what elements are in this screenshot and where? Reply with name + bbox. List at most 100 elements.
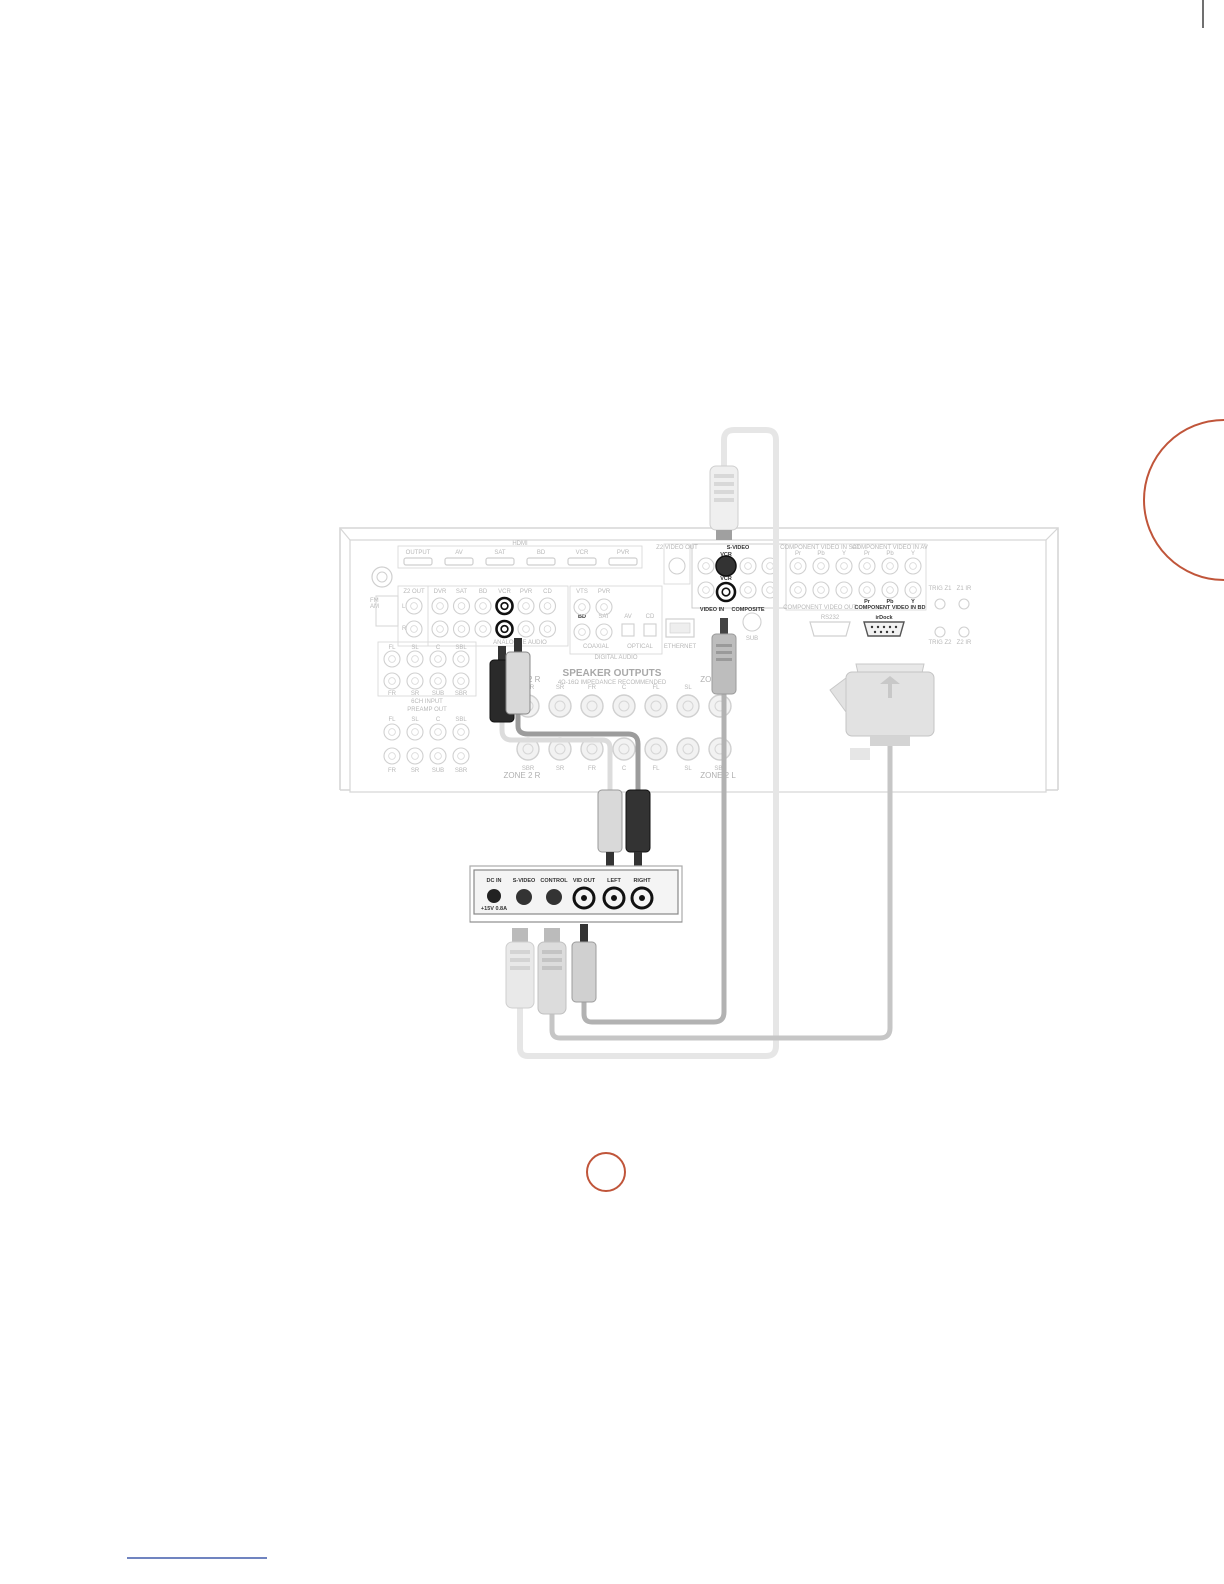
video-in-jack-4-center (744, 586, 752, 594)
preout-top-jack-0-center (388, 728, 396, 736)
video-in-jack-3 (697, 581, 715, 599)
analog-jack-r-5 (517, 620, 535, 638)
optical-label: OPTICAL (627, 644, 653, 650)
sixch-top-jack-1-center (411, 655, 419, 663)
comp-bottom-jack-5 (904, 581, 922, 599)
digital-label-4: AV (624, 614, 632, 620)
rs232-port (809, 621, 851, 637)
speaker-bottom-terminal-4 (644, 737, 668, 761)
comp-bottom-jack-3-center (863, 586, 871, 594)
ir-dock-unit: DC IN +15V 0.8A S-VIDEO CONTROL VID OUT … (469, 865, 683, 923)
analog-jack-r-2-center (457, 625, 466, 633)
hdmi-port-1 (444, 557, 474, 566)
speaker-bottom-label-0: SBR (522, 766, 535, 772)
speaker-top-terminal-3 (612, 694, 636, 718)
sub-label: SUB (746, 636, 758, 642)
sixch-top-label-0: FL (388, 645, 396, 651)
dock-svideo-label: S-VIDEO (513, 878, 536, 884)
hdmi-label-5: PVR (617, 550, 630, 556)
hdmi-label-4: VCR (576, 550, 589, 556)
sixch-top-jack-0-center (388, 655, 396, 663)
trig-label-2: TRIG Z2 (928, 640, 952, 646)
analog-jack-l-3 (474, 597, 492, 615)
z2-video-out-label: Z2 VIDEO OUT (656, 545, 698, 551)
analog-jack-r-6 (538, 620, 557, 638)
digital-jack-3 (595, 623, 613, 641)
speaker-sub: 4Ω-16Ω IMPEDANCE RECOMMENDED (558, 680, 667, 686)
sixch-top-jack-1 (406, 650, 424, 668)
comp-av-letter-0: Pr (864, 551, 870, 557)
irdock-pin (873, 630, 877, 634)
comp-bottom-jack-2-center (840, 586, 848, 594)
analog-jack-l-1-center (436, 602, 444, 610)
comp-bd-letter-0: Pr (864, 599, 871, 605)
speaker-bottom-terminal-3 (612, 737, 636, 761)
audio-cable-left (499, 719, 613, 795)
dock-vid-out-jack (572, 886, 596, 910)
speaker-bottom-terminal-5 (676, 737, 700, 761)
svideo-plug-top (709, 465, 739, 540)
video-in-jack-0 (697, 557, 715, 575)
sixch-bottom-jack-0-center (388, 677, 396, 685)
hdmi-label-1: AV (455, 550, 463, 556)
speaker-bottom-label-1: SR (556, 766, 565, 772)
hdmi-port-5 (608, 557, 638, 566)
analog-jack-l-0 (405, 597, 423, 615)
comp-sat-letter-0: Pr (795, 551, 801, 557)
sixch-top-jack-2 (429, 650, 447, 668)
video-in-jack-4 (739, 581, 757, 599)
irdock-pin (885, 630, 889, 634)
comp-bottom-jack-5-center (909, 586, 917, 594)
l-label: L (402, 604, 406, 610)
sixch-bottom-label-3: SBR (455, 691, 468, 697)
preout-bottom-jack-2 (429, 747, 447, 765)
preout-caption: PREAMP OUT (407, 707, 447, 713)
comp-sat-letter-1: Pb (817, 551, 825, 557)
dock-plugs-bottom (505, 924, 597, 1015)
speaker-top-terminal-5-core (682, 700, 694, 712)
digital-jack-2 (573, 623, 591, 641)
sixch-top-jack-3-center (457, 655, 465, 663)
analog-label-5: PVR (520, 589, 533, 595)
hdmi-port-4 (567, 557, 597, 566)
dock-voltage-label: +15V 0.8A (481, 906, 507, 912)
video-in-label: VIDEO IN (700, 607, 724, 613)
trig-jack-0 (934, 598, 946, 610)
sixch-bottom-label-2: SUB (432, 691, 444, 697)
speaker-top-terminal-4 (644, 694, 668, 718)
speaker-bottom-label-6: SBL (714, 766, 726, 772)
coaxial-label: COAXIAL (583, 644, 610, 650)
preout-bottom-label-3: SBR (455, 768, 468, 774)
preout-top-label-1: SL (411, 717, 419, 723)
comp-sat-label: COMPONENT VIDEO IN SAT (780, 545, 860, 551)
digital-jack-3-center (600, 628, 608, 636)
composite-label: COMPOSITE (731, 607, 764, 613)
comp-bottom-jack-3 (858, 581, 876, 599)
comp-top-jack-3 (858, 557, 876, 575)
dock-left-label: LEFT (607, 878, 621, 884)
analog-jack-r-3-center (479, 625, 487, 633)
preout-top-jack-3 (452, 723, 470, 741)
preout-top-jack-2-center (434, 728, 442, 736)
speaker-bottom-label-2: FR (588, 766, 597, 772)
analog-jack-l-0-center (410, 602, 418, 610)
analog-jack-l-6-center (543, 602, 552, 610)
dock-dc-in-label: DC IN (487, 878, 502, 884)
digital-label-2: BD (578, 614, 586, 620)
preout-bottom-label-1: SR (411, 768, 420, 774)
composite-cable (581, 687, 727, 1025)
speaker-bottom-terminal-2-core (586, 743, 598, 755)
audio-plugs-receiver (489, 638, 531, 723)
irdock-pin (876, 625, 880, 629)
analog-jack-l-3-center (479, 602, 487, 610)
comp-top-jack-0 (789, 557, 807, 575)
sixch-bottom-label-1: SR (411, 691, 420, 697)
analog-jack-r-1-center (436, 625, 444, 633)
sixch-top-jack-2-center (434, 655, 442, 663)
digital-label-0: VTS (576, 589, 588, 595)
speaker-bottom-label-3: C (622, 766, 627, 772)
analog-jack-r-4 (495, 619, 514, 639)
comp-bottom-jack-0 (789, 581, 807, 599)
sixch-bottom-label-0: FR (388, 691, 397, 697)
